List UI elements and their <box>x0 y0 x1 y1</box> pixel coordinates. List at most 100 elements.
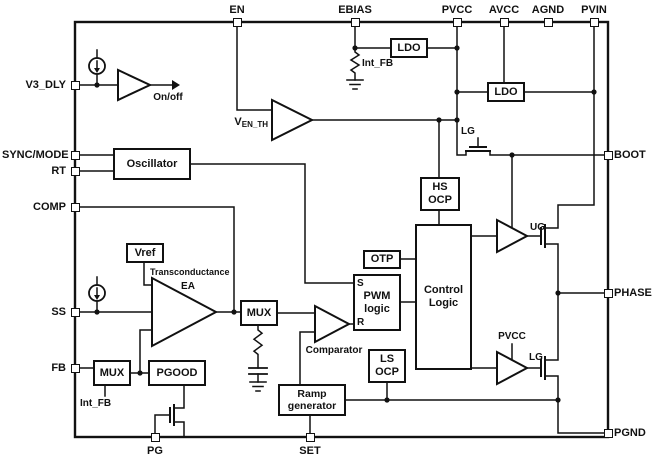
ground-symbol <box>249 381 267 392</box>
current-source-arrowhead <box>94 295 100 300</box>
error-amplifier-triangle <box>151 276 219 348</box>
compensation-network <box>248 325 268 392</box>
ven-th-subscript: EN_TH <box>241 120 268 129</box>
pwm-comparator-triangle <box>314 304 352 344</box>
wire-pg-fet-source <box>173 421 185 438</box>
wire-vref <box>143 261 153 286</box>
pin-v3dly <box>71 81 80 90</box>
pin-label-v3dly: V3_DLY <box>25 79 66 91</box>
label-pvcc-internal: PVCC <box>498 331 526 342</box>
label-lg-top: LG <box>461 126 475 137</box>
block-hs-ocp: HS OCP <box>420 177 460 211</box>
pwm-logic-line1: PWM <box>363 289 391 302</box>
block-otp-label: OTP <box>370 253 394 266</box>
block-control-logic: Control Logic <box>415 224 472 370</box>
hs-ocp-line1: HS <box>432 181 448 194</box>
capacitor-plates <box>248 367 268 375</box>
pin-label-fb: FB <box>51 362 66 374</box>
pin-label-rt: RT <box>51 165 66 177</box>
pin-set <box>306 433 315 442</box>
ic-outline <box>73 20 610 439</box>
label-int-fb-top: Int_FB <box>362 58 394 69</box>
label-ug: UG <box>530 222 545 233</box>
label-reset-r: R <box>357 317 365 328</box>
block-mux-fb-label: MUX <box>99 366 125 379</box>
pin-pgnd <box>604 429 613 438</box>
block-vref: Vref <box>126 243 164 263</box>
resistor-zigzag <box>349 47 361 81</box>
en-threshold-comparator-triangle <box>271 98 315 142</box>
pin-label-pvin: PVIN <box>581 4 607 16</box>
pin-fb <box>71 364 80 373</box>
label-ven-th: VEN_TH <box>222 117 268 130</box>
pin-label-phase: PHASE <box>614 287 652 299</box>
pin-boot <box>604 151 613 160</box>
block-mux-fb: MUX <box>93 360 131 386</box>
pin-label-set: SET <box>299 445 321 457</box>
current-source-circle <box>88 284 106 302</box>
block-ldo-right: LDO <box>487 82 525 102</box>
label-set-s: S <box>357 278 364 289</box>
wires <box>78 25 605 438</box>
label-on-off: On/off <box>153 92 183 103</box>
pin-pvin <box>590 18 599 27</box>
pwm-logic-line2: logic <box>364 302 390 315</box>
current-source-ss <box>88 276 106 313</box>
wire-phase-node <box>544 243 559 361</box>
pin-label-comp: COMP <box>33 201 66 213</box>
pin-agnd <box>544 18 553 27</box>
block-otp: OTP <box>363 250 401 269</box>
pin-avcc <box>500 18 509 27</box>
label-comparator: Comparator <box>305 345 363 356</box>
ground-symbol <box>346 79 364 90</box>
current-source-v3dly <box>88 49 106 86</box>
wire-lg-source-pgnd <box>544 375 605 434</box>
pin-comp <box>71 203 80 212</box>
block-ldo-right-label: LDO <box>494 85 518 98</box>
pin-sync-mode <box>71 151 80 160</box>
block-ls-ocp: LS OCP <box>368 349 406 383</box>
wire-oscillator-out <box>190 163 354 284</box>
label-transconductance: Transconductance <box>150 267 230 277</box>
lg-driver-triangle <box>496 350 530 386</box>
block-ramp-generator: Ramp generator <box>278 384 346 416</box>
control-logic-line1: Control <box>423 284 464 297</box>
triangles <box>117 68 530 386</box>
ug-driver-triangle <box>496 218 530 254</box>
wire-ramp-to-comparator <box>299 331 316 385</box>
pg-mosfet <box>169 404 175 426</box>
label-ea: EA <box>181 281 195 292</box>
ls-ocp-line2: OCP <box>375 366 399 378</box>
wire-pvin-hs-drain <box>544 25 595 229</box>
pin-label-ss: SS <box>51 306 66 318</box>
wire-pg <box>154 414 171 434</box>
pin-pvcc <box>453 18 462 27</box>
pin-label-en: EN <box>229 4 245 16</box>
block-ldo-top-label: LDO <box>397 41 421 54</box>
block-mux-ea: MUX <box>240 300 278 326</box>
pin-label-agnd: AGND <box>531 4 565 16</box>
block-pgood: PGOOD <box>148 360 206 386</box>
resistor-zigzag <box>252 325 264 369</box>
pin-label-pgnd: PGND <box>614 427 646 439</box>
pin-en <box>233 18 242 27</box>
wire-pg-fet-drain <box>173 385 185 409</box>
pin-phase <box>604 289 613 298</box>
wire-fb-to-ea <box>139 329 153 374</box>
block-pgood-label: PGOOD <box>156 366 198 379</box>
pin-label-pvcc: PVCC <box>441 4 473 16</box>
block-oscillator-label: Oscillator <box>126 157 178 170</box>
block-mux-ea-label: MUX <box>246 306 272 319</box>
pin-pg <box>151 433 160 442</box>
pin-label-boot: BOOT <box>614 149 646 161</box>
hs-ocp-line2: OCP <box>428 194 452 206</box>
wire-boot <box>489 150 605 156</box>
block-ldo-top: LDO <box>390 38 428 58</box>
block-pwm-logic: PWM logic <box>353 274 401 331</box>
current-source-circle <box>88 57 106 75</box>
wire-en <box>236 25 273 111</box>
wire-comp-pin <box>78 206 235 313</box>
mosfets <box>169 137 546 426</box>
